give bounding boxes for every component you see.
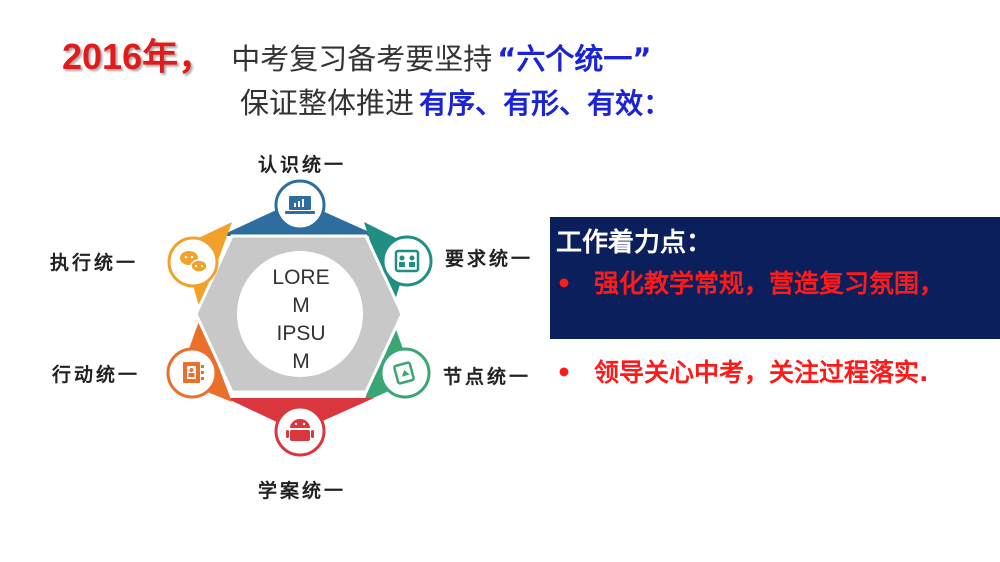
title-year: 2016年， [62, 36, 215, 77]
bullet-item-1: • 强化教学常规，营造复习氛围， [556, 266, 1000, 302]
node-bottom-left [166, 347, 218, 399]
center-text-line: IPSU [276, 322, 326, 345]
node-top [274, 179, 326, 231]
focus-panel [550, 217, 1000, 339]
center-text-line: M [292, 294, 310, 317]
center-text-line: LORE [272, 266, 330, 289]
bullet-text: 领导关心中考，关注过程落实. [594, 358, 929, 387]
title-text: 中考复习备考要坚持 [231, 42, 493, 76]
title-line-1: 2016年， 中考复习备考要坚持 “六个统一” [62, 28, 651, 78]
center-circle [237, 251, 363, 377]
subtitle-text: 保证整体推进 [240, 86, 415, 120]
node-bottom [274, 405, 326, 457]
label-cognition-unified: 认识统一 [258, 154, 347, 176]
label-action-unified: 行动统一 [52, 364, 141, 386]
label-node-unified: 节点统一 [443, 366, 532, 388]
node-bottom-right [379, 347, 431, 399]
bullet-item-2: • 领导关心中考，关注过程落实. [556, 355, 1000, 391]
label-execution-unified: 执行统一 [50, 252, 139, 274]
title-line-2: 保证整体推进 有序、有形、有效： [240, 80, 671, 122]
id-card-icon [394, 249, 420, 273]
bullet-dot: • [556, 269, 572, 298]
bullet-dot: • [556, 358, 572, 387]
node-top-right [381, 235, 433, 287]
label-study-plan-unified: 学案统一 [258, 480, 347, 502]
center-text-line: M [292, 350, 310, 373]
chat-bubbles-icon [180, 251, 208, 273]
center-placeholder-text: LORE M IPSU M [241, 264, 361, 376]
contacts-book-icon [183, 362, 204, 383]
subtitle-highlight: 有序、有形、有效： [419, 87, 672, 120]
phone-icon [393, 361, 415, 385]
panel-title: 工作着力点： [556, 228, 713, 258]
android-icon [286, 419, 314, 441]
node-top-left [167, 236, 219, 288]
laptop-chart-icon [285, 196, 315, 214]
label-requirement-unified: 要求统一 [445, 248, 534, 270]
bullet-text: 强化教学常规，营造复习氛围， [594, 269, 945, 298]
title-highlight: “六个统一” [497, 42, 652, 76]
